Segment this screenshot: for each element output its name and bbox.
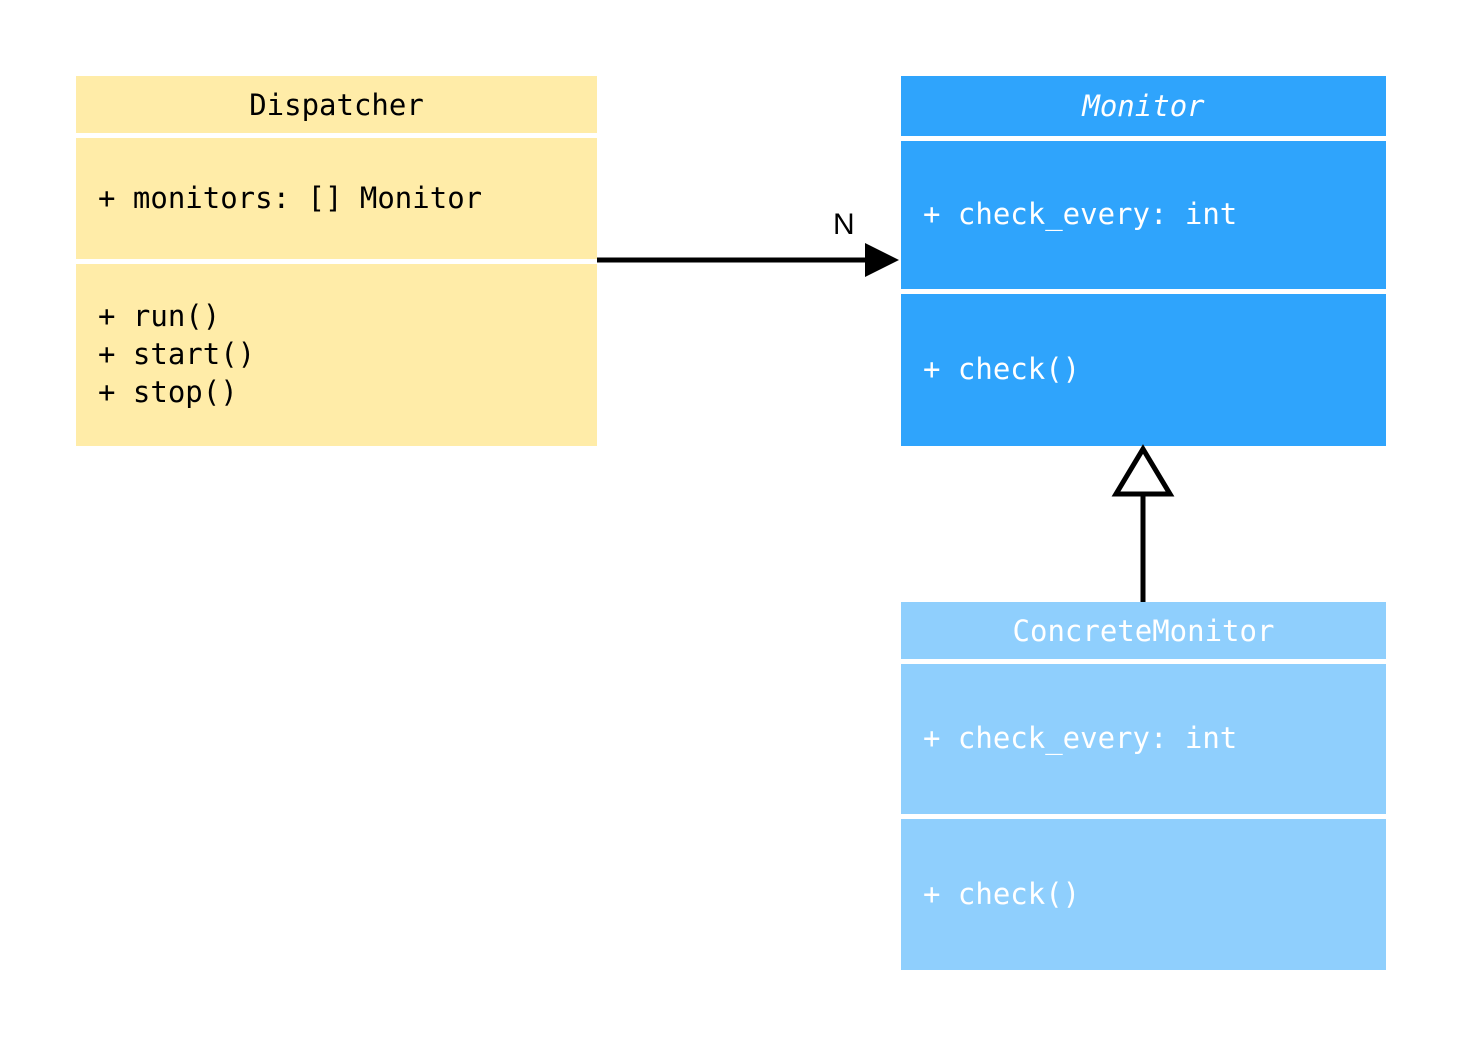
class-box-monitor[interactable]: Monitor + check_every: int + check() bbox=[901, 76, 1386, 446]
method-row: + start() bbox=[98, 337, 256, 372]
class-attributes-monitor: + check_every: int bbox=[901, 141, 1386, 289]
class-name-dispatcher: Dispatcher bbox=[249, 87, 424, 122]
filled-arrowhead-icon bbox=[865, 243, 899, 277]
class-name-concretemonitor: ConcreteMonitor bbox=[1012, 613, 1275, 648]
association-multiplicity-label: N bbox=[833, 208, 855, 241]
class-box-concretemonitor[interactable]: ConcreteMonitor + check_every: int + che… bbox=[901, 602, 1386, 970]
hollow-triangle-arrowhead-icon bbox=[1111, 444, 1175, 497]
method-row: + run() bbox=[98, 299, 221, 334]
class-methods-concretemonitor: + check() bbox=[901, 819, 1386, 970]
class-title-dispatcher: Dispatcher bbox=[76, 76, 597, 133]
class-box-dispatcher[interactable]: Dispatcher + monitors: [] Monitor + run(… bbox=[76, 76, 597, 446]
method-row: + stop() bbox=[98, 374, 238, 409]
class-title-monitor: Monitor bbox=[901, 76, 1386, 136]
class-name-monitor: Monitor bbox=[1082, 89, 1205, 123]
attribute-row: + check_every: int bbox=[923, 197, 1238, 232]
method-row: + check() bbox=[923, 876, 1081, 911]
class-title-concretemonitor: ConcreteMonitor bbox=[901, 602, 1386, 659]
attribute-row: + monitors: [] Monitor bbox=[98, 180, 483, 215]
class-methods-monitor: + check() bbox=[901, 294, 1386, 446]
association-dispatcher-to-monitor bbox=[597, 243, 899, 277]
class-methods-dispatcher: + run() + start() + stop() bbox=[76, 264, 597, 446]
attribute-row: + check_every: int bbox=[923, 721, 1238, 756]
class-attributes-dispatcher: + monitors: [] Monitor bbox=[76, 138, 597, 259]
method-row: + check() bbox=[923, 352, 1081, 387]
class-attributes-concretemonitor: + check_every: int bbox=[901, 664, 1386, 814]
generalization-concretemonitor-to-monitor bbox=[1111, 444, 1175, 602]
